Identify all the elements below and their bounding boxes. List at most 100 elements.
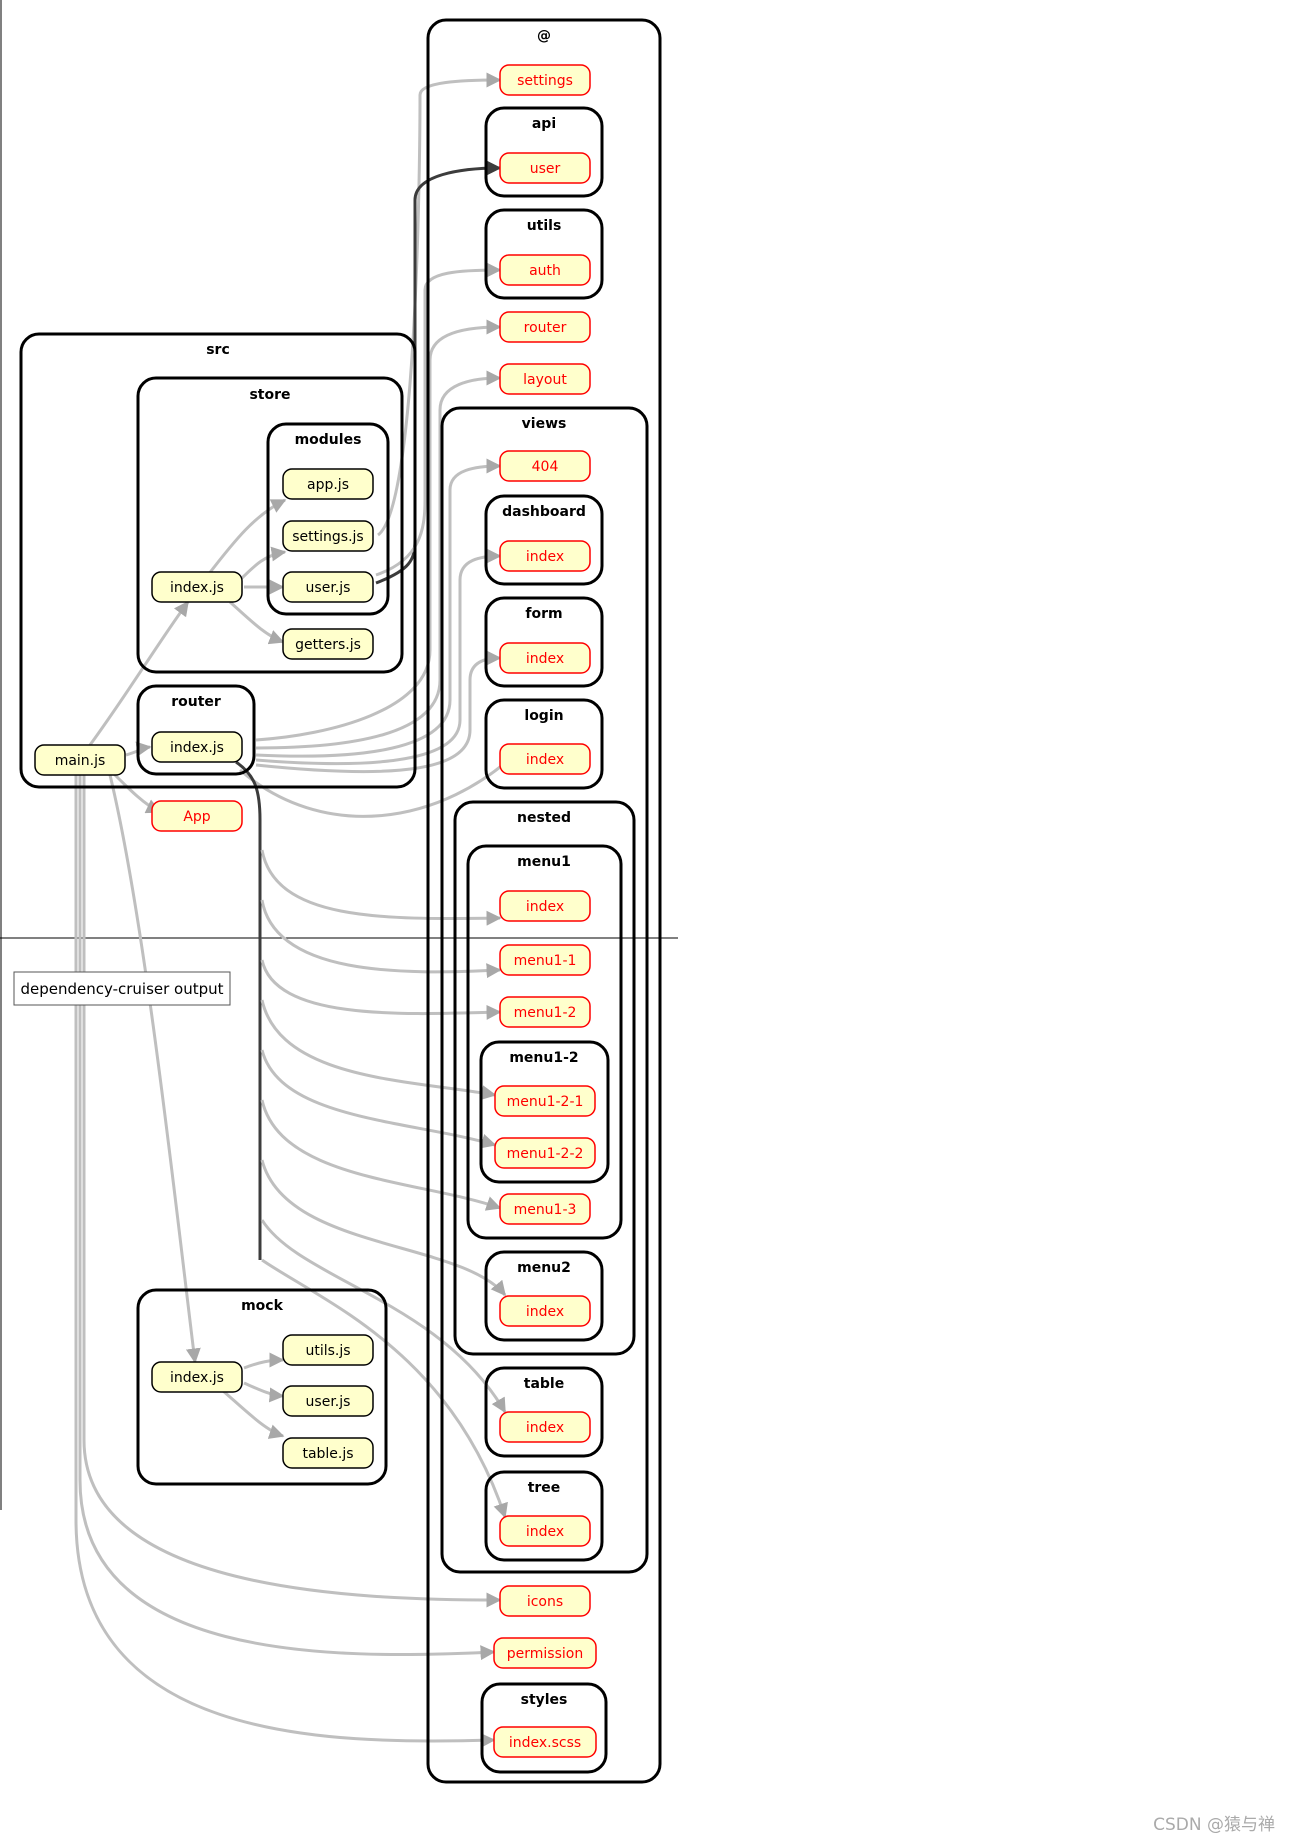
node-table-index[interactable]: index [499,1411,591,1443]
edge-main-to-mock-index [108,774,201,1364]
cluster-login: login [484,698,604,790]
node-menu1-2-1[interactable]: menu1-2-1 [494,1085,596,1117]
node-form-index[interactable]: index [499,642,591,674]
svg-text:menu1-2: menu1-2 [514,1005,577,1021]
node-settings[interactable]: settings [499,64,591,96]
edge-user-js-to-auth [375,262,502,577]
legend: dependency-cruiser output [13,971,231,1006]
node-menu1-3[interactable]: menu1-3 [499,1193,591,1225]
edge-router-index-to-table [260,1219,507,1414]
cluster-src: src [19,332,417,789]
edge-mock-index-to-utils [243,1352,285,1370]
svg-text:index: index [526,899,564,915]
edge-mock-index-to-user [243,1381,285,1403]
svg-text:index: index [526,549,564,565]
node-login-index[interactable]: index [499,743,591,775]
edge-store-index-to-settings-js [238,546,287,582]
node-menu1-2-2[interactable]: menu1-2-2 [494,1137,596,1169]
svg-text:index: index [526,651,564,667]
node-menu1-index[interactable]: index [499,890,591,922]
svg-text:menu1-1: menu1-1 [514,953,577,969]
node-views-404[interactable]: 404 [499,450,591,482]
node-styles-index-scss[interactable]: index.scss [493,1726,597,1758]
cluster-menu1-2: menu1-2 [479,1040,610,1184]
node-utils-auth[interactable]: auth [499,254,591,286]
edge-router-index-trunk [235,760,262,1260]
edge-router-index-to-menu1-1 [260,899,502,979]
node-mock-table-js[interactable]: table.js [282,1437,374,1469]
cluster-store-label: store [249,387,290,403]
node-menu2-index[interactable]: index [499,1295,591,1327]
svg-text:layout: layout [523,372,567,388]
watermark: CSDN @猿与禅 [1153,1815,1275,1835]
edge-router-index-to-menu1-index [260,849,502,926]
cluster-api: api [484,106,604,198]
svg-text:404: 404 [532,459,559,475]
node-api-user[interactable]: user [499,152,591,184]
edges [74,72,527,1748]
svg-text:router: router [524,320,567,336]
cluster-at: @ [426,18,662,1784]
node-app-js[interactable]: app.js [282,468,374,500]
cluster-menu1: menu1 [466,844,623,1240]
cluster-nested-label: nested [517,810,571,826]
cluster-views-label: views [522,416,567,432]
node-icons[interactable]: icons [499,1585,591,1617]
node-router[interactable]: router [499,311,591,343]
svg-text:auth: auth [529,263,561,279]
edge-main-to-styles [74,772,496,1748]
cluster-table: table [484,1366,604,1458]
cluster-mock: mock [136,1288,388,1486]
svg-text:table.js: table.js [302,1446,353,1462]
node-mock-utils-js[interactable]: utils.js [282,1334,374,1366]
edge-router-index-to-dashboard [255,548,502,766]
node-user-js[interactable]: user.js [282,571,374,603]
svg-text:main.js: main.js [55,753,106,769]
edge-router-index-to-menu2 [260,1159,507,1297]
svg-text:getters.js: getters.js [295,637,361,653]
edge-router-index-to-menu1-2-2 [260,1049,497,1149]
svg-text:index: index [526,752,564,768]
edge-mock-index-to-table [221,1388,285,1439]
cluster-mock-label: mock [241,1298,284,1314]
svg-text:App: App [183,809,210,825]
svg-text:icons: icons [527,1594,563,1610]
edge-router-index-to-layout [255,370,502,750]
node-tree-index[interactable]: index [499,1515,591,1547]
node-router-index-js[interactable]: index.js [151,731,243,763]
cluster-api-label: api [532,116,556,132]
node-layout[interactable]: layout [499,363,591,395]
cluster-menu1-2-label: menu1-2 [509,1050,578,1066]
cluster-login-label: login [524,708,563,724]
node-app[interactable]: App [151,800,243,832]
cluster-tree: tree [484,1470,604,1562]
node-settings-js[interactable]: settings.js [282,520,374,552]
cluster-styles: styles [480,1682,608,1774]
cluster-store: store [136,376,404,674]
svg-text:index.scss: index.scss [509,1735,581,1751]
node-menu1-2[interactable]: menu1-2 [499,996,591,1028]
node-menu1-1[interactable]: menu1-1 [499,944,591,976]
node-dashboard-index[interactable]: index [499,540,591,572]
edge-main-to-icons [82,772,502,1608]
svg-text:menu1-2-2: menu1-2-2 [507,1146,584,1162]
node-mock-user-js[interactable]: user.js [282,1385,374,1417]
edge-router-index-to-menu1-2-1 [260,999,497,1101]
edge-router-index-to-login [239,743,527,818]
svg-text:permission: permission [507,1646,583,1662]
cluster-src-label: src [206,342,230,358]
cluster-dashboard-label: dashboard [502,504,586,520]
node-getters-js[interactable]: getters.js [282,628,374,660]
cluster-nested: nested [453,800,636,1356]
edge-router-index-to-menu1-3 [260,1099,502,1211]
edge-router-index-to-404 [255,458,502,758]
cluster-styles-label: styles [521,1692,568,1708]
edge-user-js-to-api-user [375,160,502,585]
edge-router-index-to-form [255,650,502,774]
node-main-js[interactable]: main.js [34,744,126,776]
cluster-menu1-label: menu1 [517,854,571,870]
node-mock-index-js[interactable]: index.js [151,1361,243,1393]
cluster-menu2-label: menu2 [517,1260,571,1276]
node-store-index-js[interactable]: index.js [151,571,243,603]
node-permission[interactable]: permission [493,1637,597,1669]
